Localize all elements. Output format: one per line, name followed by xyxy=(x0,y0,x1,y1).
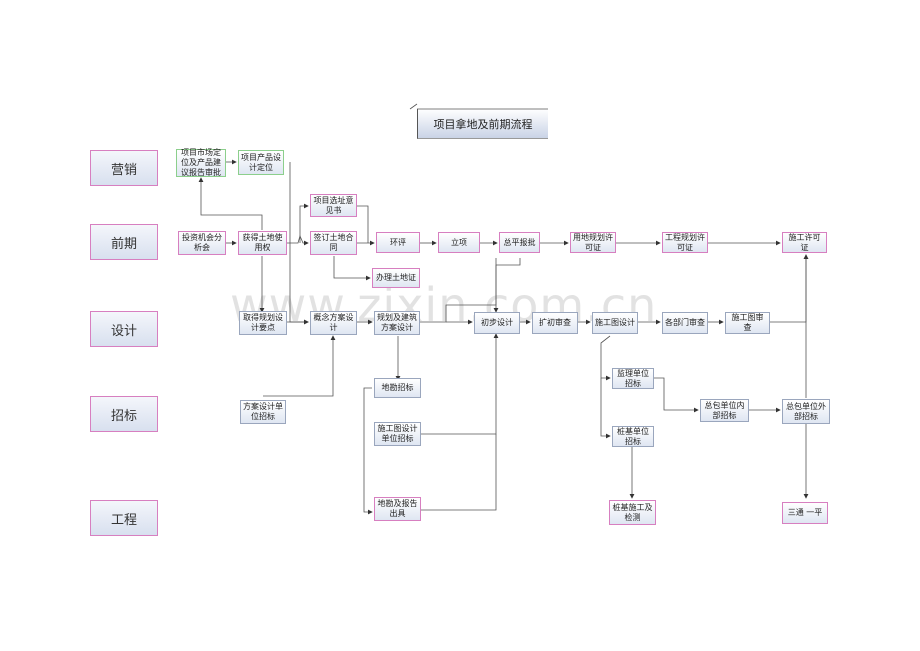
node-internal-subcontract: 总包单位内部招标 xyxy=(700,399,749,422)
node-external-subcontract: 总包单位外部招标 xyxy=(782,399,830,424)
edge-survey-bid-to-report xyxy=(363,387,373,515)
node-dept-review: 各部门审查 xyxy=(662,312,708,334)
lane-preliminary: 前期 xyxy=(90,224,158,260)
node-planning-points: 取得规划设计要点 xyxy=(239,311,287,335)
node-preliminary-design: 初步设计 xyxy=(474,312,520,334)
edge-scheme-bid-to-concept xyxy=(263,335,336,397)
title-mark xyxy=(409,103,418,110)
node-investment-meeting: 投资机会分析会 xyxy=(178,231,226,255)
node-supervision-bidding: 监理单位招标 xyxy=(612,368,654,389)
node-concept-design: 概念方案设计 xyxy=(310,311,357,335)
node-product-design: 项目产品设计定位 xyxy=(238,150,284,175)
edge-to-pile-bid xyxy=(600,378,611,439)
node-architecture-design: 规划及建筑方案设计 xyxy=(374,311,420,335)
node-three-one: 三通 一平 xyxy=(782,502,828,524)
lane-design: 设计 xyxy=(90,311,158,347)
lane-marketing: 营销 xyxy=(90,150,158,186)
node-project-approval: 立项 xyxy=(438,232,480,253)
node-master-plan: 总平报批 xyxy=(499,232,540,253)
node-land-certificate: 办理土地证 xyxy=(372,268,420,288)
edge-to-supervision xyxy=(600,335,611,381)
watermark: www.zixin.com.cn xyxy=(230,278,658,332)
node-env-assessment: 环评 xyxy=(376,232,420,253)
node-construction-permit: 施工许可证 xyxy=(782,232,827,253)
node-land-contract: 签订土地合同 xyxy=(310,231,357,255)
edge-land-to-market xyxy=(198,177,263,230)
node-pile-bidding: 桩基单位招标 xyxy=(612,426,654,447)
edge-contract-to-cert xyxy=(333,256,371,281)
edge-drawbid-to-prelim xyxy=(421,333,499,435)
node-construction-drawing: 施工图设计 xyxy=(592,312,638,334)
edge-supervision-to-internal xyxy=(654,377,699,413)
edge-report-to-prelim xyxy=(421,434,497,511)
node-land-permit: 用地规划许可证 xyxy=(570,232,616,253)
node-market-report: 项目市场定位及产品建议报告审批 xyxy=(176,148,226,177)
node-survey-bidding: 地勘招标 xyxy=(374,378,421,398)
node-drawing-bidding: 施工图设计单位招标 xyxy=(374,422,421,446)
node-pile-construction: 桩基施工及检测 xyxy=(609,500,656,525)
edge-product-to-concept xyxy=(289,162,309,325)
node-drawing-review: 施工图审查 xyxy=(725,312,770,334)
node-engineering-permit: 工程规划许可证 xyxy=(662,232,708,253)
edge-site-merge xyxy=(357,205,369,243)
edge-to-site xyxy=(299,203,309,243)
node-scheme-bidding: 方案设计单位招标 xyxy=(240,400,286,424)
lane-bidding: 招标 xyxy=(90,396,158,432)
node-survey-report: 地勘及报告出具 xyxy=(374,497,421,521)
diagram-title: 项目拿地及前期流程 xyxy=(417,109,548,139)
edge-master-to-prelim xyxy=(493,258,521,313)
lane-engineering: 工程 xyxy=(90,500,158,536)
node-expansion-review: 扩初审查 xyxy=(532,312,578,334)
edge-review-to-permit xyxy=(770,254,809,323)
node-site-selection: 项目选址意见书 xyxy=(310,194,357,217)
node-land-rights: 获得土地使用权 xyxy=(238,231,287,255)
